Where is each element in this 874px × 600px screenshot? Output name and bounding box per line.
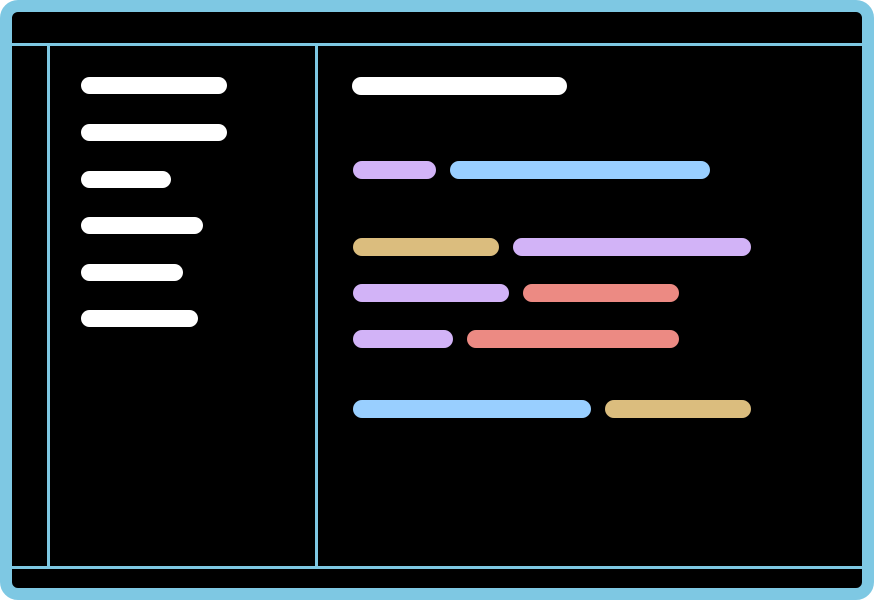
sidebar-item-1[interactable] bbox=[81, 77, 227, 94]
sidebar-item-4[interactable] bbox=[81, 217, 203, 234]
editor-title bbox=[352, 77, 567, 95]
activity-bar-divider[interactable] bbox=[47, 46, 50, 569]
code-token-identifier bbox=[450, 161, 710, 179]
title-bar-divider bbox=[12, 43, 862, 46]
code-token-string bbox=[467, 330, 679, 348]
code-token-keyword bbox=[353, 284, 509, 302]
code-token-keyword bbox=[353, 161, 436, 179]
sidebar-item-6[interactable] bbox=[81, 310, 198, 327]
status-bar-divider bbox=[12, 566, 862, 569]
code-token-keyword bbox=[353, 330, 453, 348]
code-token-keyword bbox=[513, 238, 751, 256]
code-token-type bbox=[605, 400, 751, 418]
sidebar-item-3[interactable] bbox=[81, 171, 171, 188]
sidebar-splitter[interactable] bbox=[315, 46, 318, 569]
code-token-type bbox=[353, 238, 499, 256]
sidebar-item-2[interactable] bbox=[81, 124, 227, 141]
code-token-string bbox=[523, 284, 679, 302]
code-token-identifier bbox=[353, 400, 591, 418]
sidebar-item-5[interactable] bbox=[81, 264, 183, 281]
